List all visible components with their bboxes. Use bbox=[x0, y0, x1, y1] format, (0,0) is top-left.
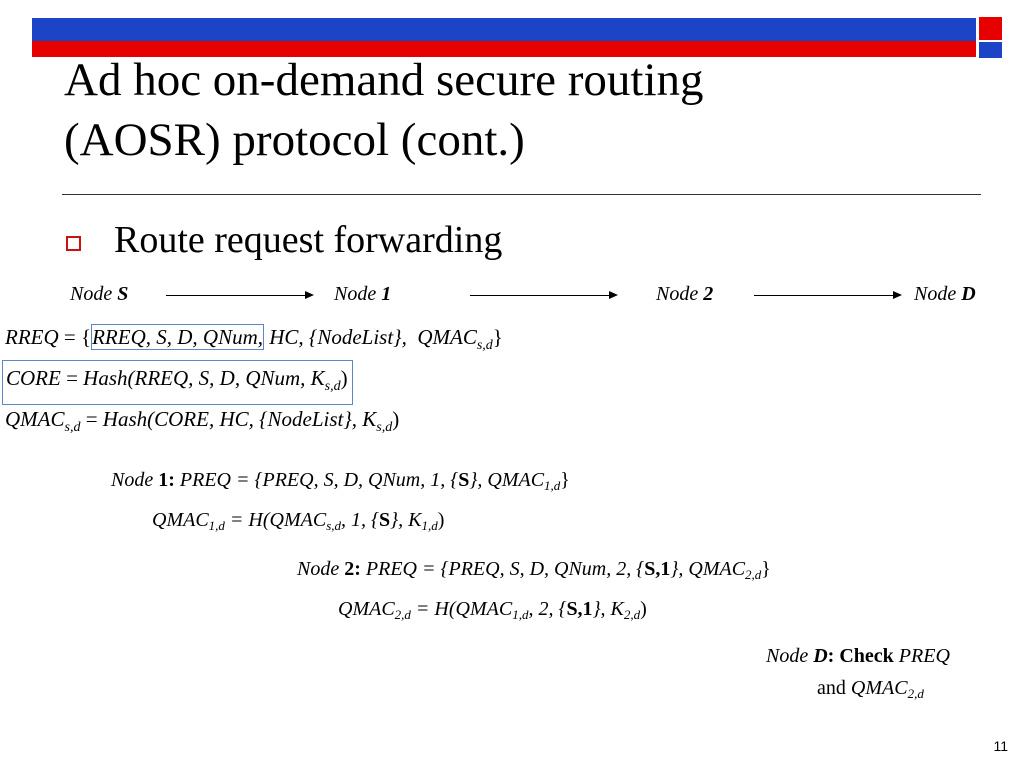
red-bar bbox=[32, 41, 976, 57]
title-divider bbox=[62, 194, 981, 195]
node-2-preq: Node 2: PREQ = {PREQ, S, D, QNum, 2, {S,… bbox=[297, 558, 771, 582]
node-d-check-2: and QMAC2,d bbox=[817, 677, 924, 701]
bullet-text: Route request forwarding bbox=[114, 219, 503, 261]
title-line-1: Ad hoc on-demand secure routing bbox=[64, 54, 704, 106]
red-square bbox=[979, 17, 1002, 40]
node-d-check: Node D: Check PREQ bbox=[766, 645, 950, 667]
arrow-right-icon bbox=[754, 291, 902, 299]
core-formula: CORE = Hash(RREQ, S, D, QNum, Ks,d) bbox=[2, 360, 353, 406]
header-decoration bbox=[32, 17, 1002, 58]
rreq-formula: RREQ = {RREQ, S, D, QNum, HC, {NodeList}… bbox=[5, 324, 503, 354]
node-d-label: Node D bbox=[914, 283, 976, 305]
arrow-right-icon bbox=[470, 291, 618, 299]
node-s-label: Node S bbox=[70, 283, 129, 305]
bullet-square-icon bbox=[66, 236, 81, 251]
blue-square bbox=[979, 42, 1002, 58]
node-1-label: Node 1 bbox=[334, 283, 392, 305]
blue-bar-top bbox=[32, 18, 976, 41]
arrow-right-icon bbox=[166, 291, 314, 299]
title-line-2: (AOSR) protocol (cont.) bbox=[64, 114, 525, 166]
slide-title: Ad hoc on-demand secure routing (AOSR) p… bbox=[64, 50, 704, 170]
rreq-highlight-box: RREQ, S, D, QNum, bbox=[91, 324, 264, 350]
page-number: 11 bbox=[993, 738, 1008, 754]
node-1-preq: Node 1: PREQ = {PREQ, S, D, QNum, 1, {S}… bbox=[111, 469, 570, 493]
qmac-formula: QMACs,d = Hash(CORE, HC, {NodeList}, Ks,… bbox=[5, 407, 400, 436]
node-2-label: Node 2 bbox=[656, 283, 714, 305]
node-1-qmac: QMAC1,d = H(QMACs,d, 1, {S}, K1,d) bbox=[152, 509, 445, 533]
node-2-qmac: QMAC2,d = H(QMAC1,d, 2, {S,1}, K2,d) bbox=[338, 598, 647, 622]
